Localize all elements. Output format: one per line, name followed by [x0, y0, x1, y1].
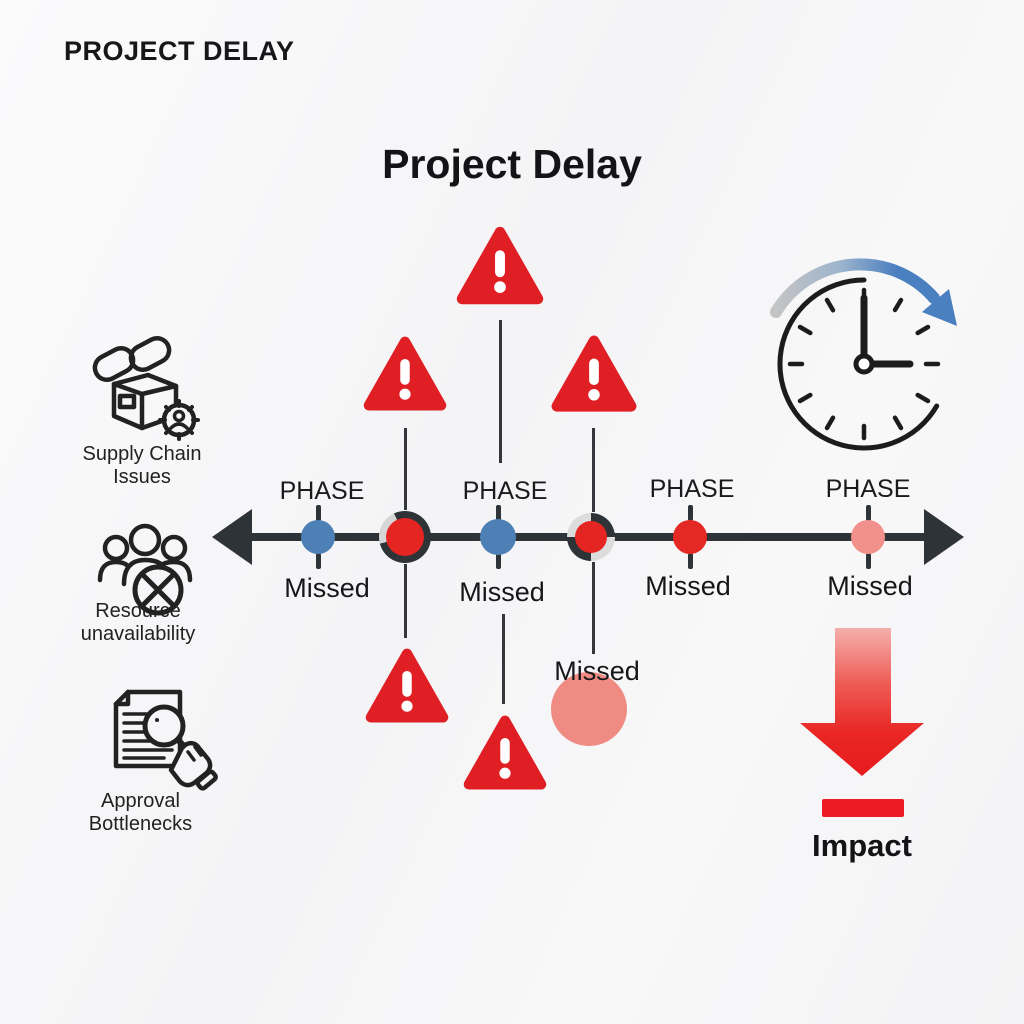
phase-label-4: PHASE: [825, 475, 911, 503]
milestone-tick: [866, 553, 871, 569]
milestone-tick: [316, 553, 321, 569]
warning-triangle-icon: [365, 648, 449, 723]
cause-label-approval: Approval Bottlenecks: [88, 790, 193, 835]
connector-line: [499, 320, 502, 463]
milestone-tick: [688, 553, 693, 569]
impact-underline-bar: [822, 799, 904, 817]
milestone-tick: [688, 505, 693, 521]
phase-label-2: PHASE: [462, 477, 548, 505]
milestone-tick: [316, 505, 321, 521]
missed-label-2: Missed: [459, 577, 545, 607]
milestone-dot-1: [301, 520, 335, 554]
missed-label-1: Missed: [284, 573, 370, 603]
connector-line: [404, 564, 407, 638]
milestone-dot-4: [567, 513, 615, 561]
connector-line: [592, 562, 595, 654]
timeline-arrowhead-left: [212, 509, 252, 565]
impact-label: Impact: [812, 828, 912, 863]
cause-label-supply-chain: Supply Chain Issues: [82, 443, 202, 488]
timeline-arrowhead-right: [924, 509, 964, 565]
milestone-tick: [866, 505, 871, 521]
missed-highlight-circle: [551, 672, 627, 746]
phase-label-1: PHASE: [279, 477, 365, 505]
warning-triangle-icon: [456, 226, 544, 305]
people-unavailable-icon: [97, 523, 193, 616]
document-review-hand-icon: [113, 689, 218, 791]
cause-label-resource: Resource unavailability: [80, 600, 196, 645]
warning-triangle-icon: [551, 335, 637, 412]
milestone-dot-5: [673, 520, 707, 554]
rewind-arc: [770, 258, 940, 318]
milestone-dot-3: [480, 519, 516, 555]
milestone-dot-2: [379, 511, 431, 563]
page-title: Project Delay: [382, 141, 642, 187]
missed-label-4: Missed: [827, 571, 913, 601]
milestone-dot-6: [851, 520, 885, 554]
warning-triangle-icon: [363, 336, 447, 411]
rewind-arrowhead: [922, 289, 957, 326]
warning-triangle-icon: [463, 715, 547, 790]
milestone-tick: [496, 505, 501, 521]
connector-line: [502, 614, 505, 704]
impact-down-arrow-icon: [800, 628, 924, 776]
missed-label-floating: Missed: [554, 656, 640, 686]
milestone-tick: [496, 553, 501, 569]
clock-time-icon: [770, 258, 957, 451]
chain-box-gear-icon: [92, 335, 200, 441]
missed-label-3: Missed: [645, 571, 731, 601]
connector-line: [404, 428, 407, 510]
corner-title: PROJECT DELAY: [64, 36, 295, 66]
phase-label-3: PHASE: [649, 475, 735, 503]
connector-line: [592, 428, 595, 512]
